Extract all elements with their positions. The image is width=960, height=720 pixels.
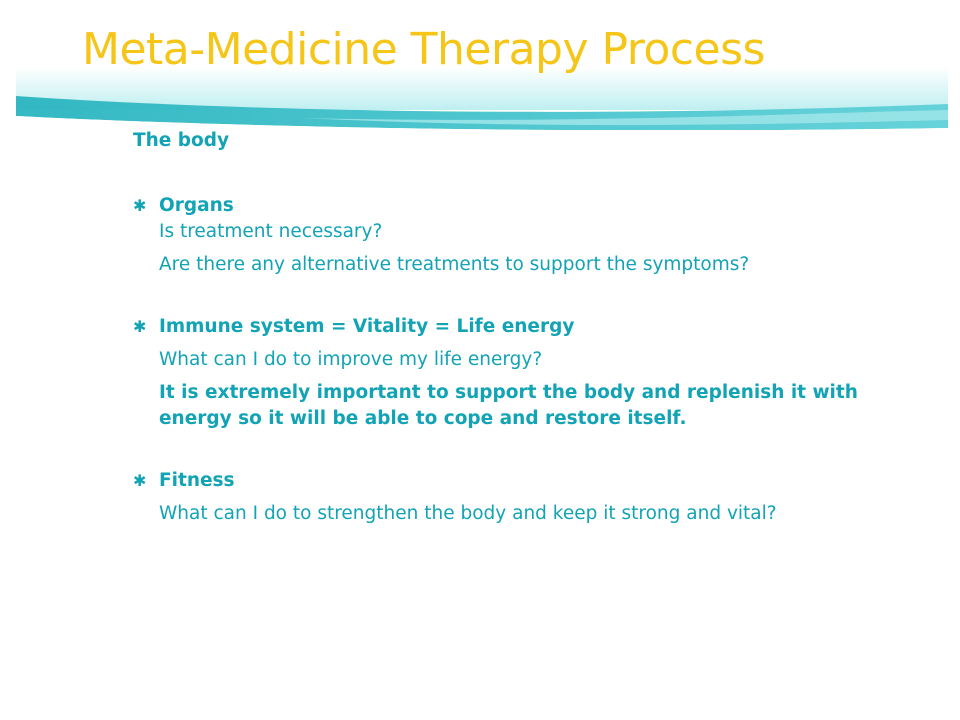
bullet-heading: ✱ Immune system = Vitality = Life energy xyxy=(133,314,893,340)
bullet-heading: ✱ Organs xyxy=(133,193,893,219)
bullet-heading-text: Immune system = Vitality = Life energy xyxy=(159,316,575,337)
asterisk-bullet-icon: ✱ xyxy=(133,317,147,336)
bullet-organs: ✱ Organs Is treatment necessary? Are the… xyxy=(133,193,893,278)
slide-title: Meta-Medicine Therapy Process xyxy=(82,24,765,75)
bullet-heading-text: Fitness xyxy=(159,470,235,491)
title-banner: Meta-Medicine Therapy Process xyxy=(0,0,960,130)
asterisk-bullet-icon: ✱ xyxy=(133,196,147,215)
bullet-heading-text: Organs xyxy=(159,195,234,216)
slide-body: The body ✱ Organs Is treatment necessary… xyxy=(133,128,893,527)
bullet-line: It is extremely important to support the… xyxy=(159,382,858,429)
bullet-line: What can I do to improve my life energy? xyxy=(159,349,543,370)
asterisk-bullet-icon: ✱ xyxy=(133,471,147,490)
section-heading: The body xyxy=(133,130,230,151)
banner-wave-graphic xyxy=(16,14,948,130)
bullet-immune-system: ✱ Immune system = Vitality = Life energy… xyxy=(133,314,893,432)
bullet-line: Is treatment necessary? xyxy=(159,221,383,242)
bullet-line: Are there any alternative treatments to … xyxy=(159,254,750,275)
bullet-line: What can I do to strengthen the body and… xyxy=(159,503,777,524)
bullet-fitness: ✱ Fitness What can I do to strengthen th… xyxy=(133,468,893,527)
bullet-heading: ✱ Fitness xyxy=(133,468,893,494)
